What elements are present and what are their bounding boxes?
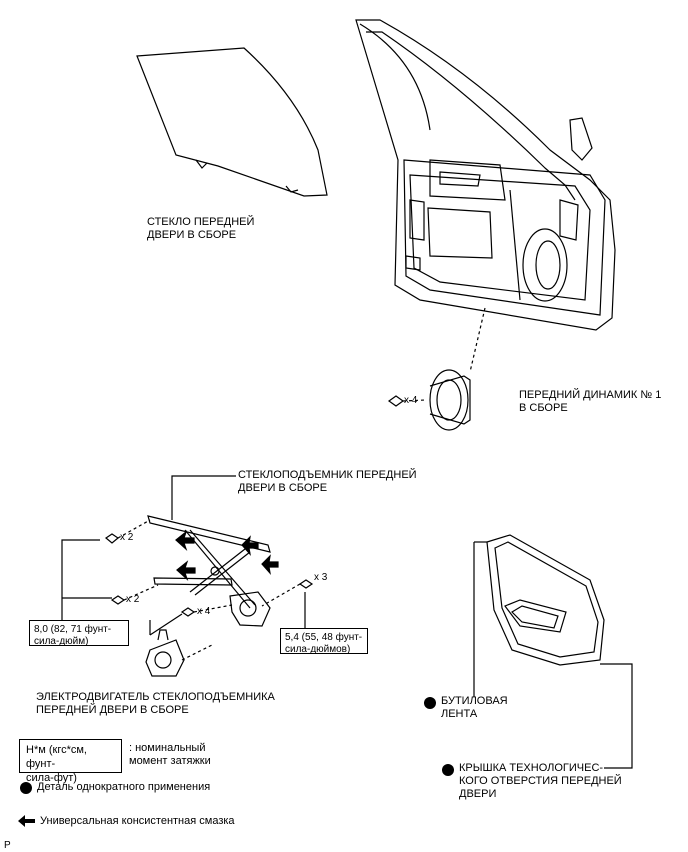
torque-spec-left: 8,0 (82, 71 фунт- сила-дюйм) (29, 620, 129, 647)
regulator-upper-bolt-quantity: x 2 (120, 532, 134, 543)
legend-grease-text: Универсальная консистентная смазка (40, 815, 235, 827)
service-hole-cover-label: КРЫШКА ТЕХНОЛОГИЧЕС- КОГО ОТВЕРСТИЯ ПЕРЕ… (459, 762, 622, 800)
legend-torque-unit-box: Н*м (кгс*см, фунт- сила-фут) (19, 739, 122, 784)
right-bolt-quantity: x 3 (314, 572, 328, 583)
one-time-use-icon (424, 697, 436, 709)
regulator-drawing (147, 515, 271, 553)
speaker-label: ПЕРЕДНИЙ ДИНАМИК № 1 В СБОРЕ (519, 389, 662, 414)
glass-label: СТЕКЛО ПЕРЕДНЕЙ ДВЕРИ В СБОРЕ (147, 216, 255, 241)
motor-label: ЭЛЕКТРОДВИГАТЕЛЬ СТЕКЛОПОДЪЕМНИКА ПЕРЕДН… (36, 691, 275, 716)
door-glass-drawing (136, 47, 328, 197)
service-hole-cover-drawing (486, 534, 605, 666)
motor-drawing (145, 639, 185, 677)
legend-one-time-use-text: Деталь однократного применения (37, 781, 211, 793)
legend-torque-unit-description: : номинальный момент затяжки (129, 742, 211, 767)
door-frame-drawing (355, 19, 616, 331)
legend-grease-arrow-icon (18, 815, 35, 827)
butyl-tape-label: БУТИЛОВАЯ ЛЕНТА (441, 695, 508, 720)
page-marker: P (4, 840, 11, 851)
regulator-lower-bolt-quantity: x 2 (126, 594, 140, 605)
speaker-bolt-quantity: x 4 (404, 395, 418, 406)
torque-spec-right: 5,4 (55, 48 фунт- сила-дюймов) (280, 628, 368, 655)
regulator-label: СТЕКЛОПОДЪЕМНИК ПЕРЕДНЕЙ ДВЕРИ В СБОРЕ (238, 469, 417, 494)
motor-bolt-quantity: x 4 (197, 606, 211, 617)
one-time-use-icon (442, 764, 454, 776)
speaker-drawing (429, 369, 469, 431)
legend-one-time-use-icon (20, 782, 32, 794)
